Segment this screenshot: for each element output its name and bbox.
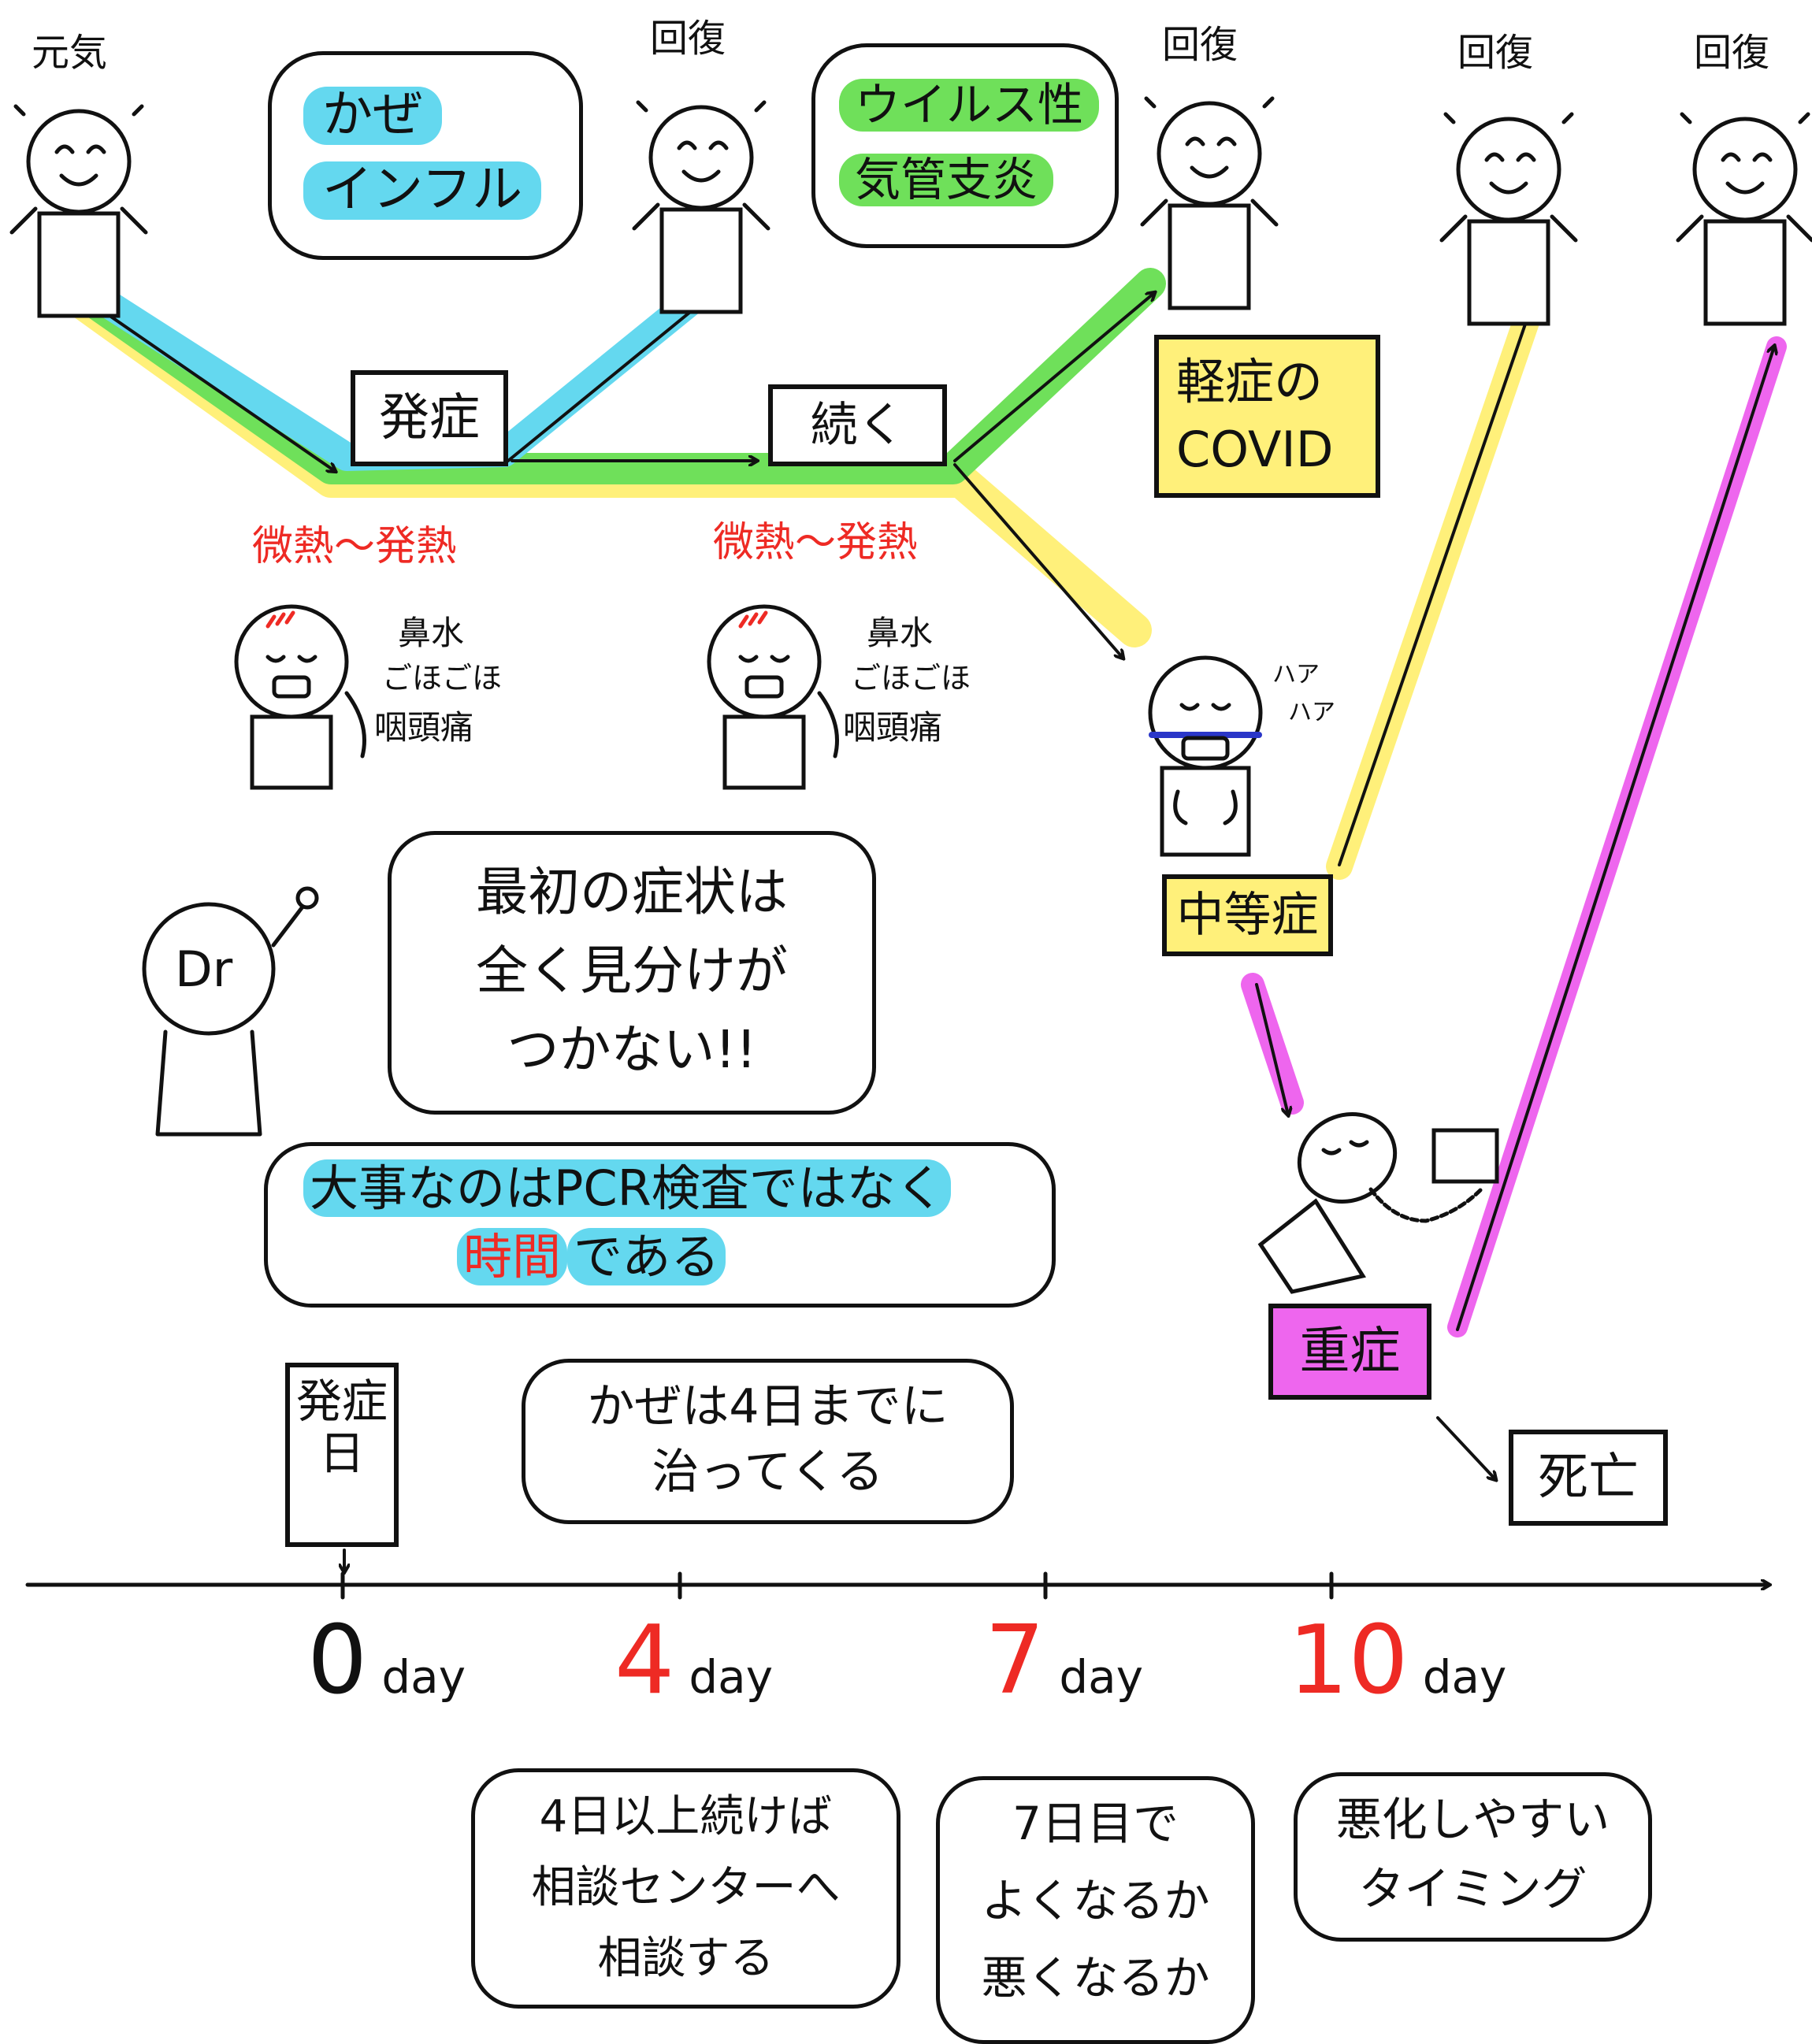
note-day10-line1: 悪化しやすい	[1335, 1793, 1610, 1846]
box-severe: 重症	[1268, 1304, 1431, 1400]
key-message-rest: である	[567, 1228, 726, 1285]
breath-sound-1: ハア	[1272, 661, 1320, 688]
doctor-speech-line1: 最初の症状は	[476, 862, 788, 922]
doctor-speech-line2: 全く見分けが	[476, 940, 788, 1001]
arrow-to-moderate	[953, 463, 1123, 658]
label-recovery-1: 回復	[650, 17, 726, 61]
note-day4-line3: 相談する	[597, 1933, 774, 1984]
key-message-line2: 時間である	[457, 1228, 726, 1285]
arrow-to-recovery-1	[507, 291, 715, 462]
tick-label-day-7: 7 day	[985, 1607, 1143, 1716]
note-day7-line3: 悪くなるか	[981, 1951, 1210, 2005]
note-day10-line2: タイミング	[1358, 1862, 1587, 1916]
tick-number: 7	[985, 1606, 1045, 1716]
box-death: 死亡	[1509, 1430, 1668, 1526]
black-arrows	[76, 291, 1774, 1571]
key-message-line1-text: 大事なのはPCR検査ではなく	[303, 1159, 951, 1217]
tick-number: 0	[307, 1606, 368, 1716]
onset-day-label: 発症日	[295, 1374, 388, 1480]
tick-unit: day	[1059, 1650, 1144, 1704]
arrow-moderate-to-recovery	[1338, 315, 1528, 866]
arrow-severe-to-death	[1436, 1416, 1495, 1479]
tick-unit: day	[689, 1650, 774, 1704]
arrow-moderate-to-severe	[1255, 983, 1288, 1115]
label-recovery-3: 回復	[1457, 31, 1534, 75]
note-day7-line2: よくなるか	[981, 1874, 1210, 1927]
note-day7: 7日目で よくなるか 悪くなるか	[936, 1776, 1255, 2044]
fever-label-2: 微熱～発熱	[713, 519, 919, 566]
note-day4-line1: 4日以上続けば	[539, 1791, 833, 1842]
timeline	[25, 1571, 1769, 1600]
cold-note-line1: かぜは4日までに	[587, 1379, 949, 1434]
key-message-time: 時間	[457, 1228, 568, 1285]
key-message-line1: 大事なのはPCR検査ではなく	[303, 1159, 951, 1217]
symptom-runny-nose: 鼻水	[867, 614, 934, 652]
label-recovery-2: 回復	[1162, 23, 1238, 67]
healthy-figures	[9, 96, 1812, 326]
fever-label-1: 微熱～発熱	[252, 523, 458, 570]
tick-number: 4	[615, 1606, 675, 1716]
doctor-speech-bubble: 最初の症状は 全く見分けが つかない!!	[388, 831, 876, 1115]
box-onset: 発症	[351, 370, 508, 466]
figure-recovered-3	[1439, 112, 1578, 326]
mild-covid-line2: COVID	[1176, 421, 1334, 478]
cloud-cold-flu: かぜ インフル	[268, 51, 583, 260]
cloud-item-cold: かぜ	[303, 86, 442, 145]
cloud-item-bronchitis: 気管支炎	[839, 154, 1054, 206]
box-moderate: 中等症	[1162, 874, 1333, 956]
label-recovery-4: 回復	[1694, 31, 1770, 75]
label-healthy: 元気	[32, 31, 108, 75]
note-day4: 4日以上続けば 相談センターへ 相談する	[471, 1768, 900, 2009]
arrow-to-recovery-2	[953, 293, 1154, 462]
figure-recovered-1	[632, 100, 770, 314]
symptom-sore-throat: 咽頭痛	[843, 708, 943, 747]
cold-note-bubble: かぜは4日までに 治ってくる	[522, 1359, 1014, 1524]
cloud-item-flu: インフル	[303, 161, 542, 220]
symptom-runny-nose: 鼻水	[398, 614, 465, 652]
tick-number: 10	[1288, 1606, 1409, 1716]
figure-recovered-4	[1676, 112, 1812, 326]
figure-recovered-2	[1140, 96, 1279, 310]
figure-moderate	[1148, 655, 1263, 857]
figure-sick-2	[707, 604, 839, 790]
symptom-sore-throat: 咽頭痛	[374, 708, 474, 747]
figure-doctor	[142, 886, 319, 1137]
key-message-bubble: 大事なのはPCR検査ではなく 時間である	[264, 1142, 1056, 1308]
figure-severe	[1257, 1111, 1499, 1294]
symptom-cough: ごほごほ	[382, 661, 503, 696]
symptom-cough: ごほごほ	[851, 661, 971, 696]
figure-sick-1	[234, 604, 366, 790]
arrow-to-onset	[82, 296, 335, 471]
note-day10: 悪化しやすい タイミング	[1294, 1772, 1652, 1942]
note-day7-line1: 7日目で	[1012, 1797, 1179, 1850]
tick-unit: day	[381, 1650, 466, 1704]
cold-note-line2: 治ってくる	[652, 1445, 884, 1500]
tick-label-day-4: 4 day	[615, 1607, 773, 1716]
box-continues: 続く	[768, 384, 947, 466]
box-onset-day: 発症日	[285, 1363, 399, 1547]
arrow-severe-to-recovery	[1456, 347, 1774, 1331]
tick-unit: day	[1422, 1650, 1507, 1704]
mild-covid-line1: 軽症の	[1176, 353, 1324, 410]
cloud-viral-bronchitis: ウイルス性 気管支炎	[811, 43, 1119, 248]
breath-sound-2: ハア	[1288, 699, 1335, 726]
note-day4-line2: 相談センターへ	[531, 1862, 841, 1913]
box-mild-covid: 軽症の COVID	[1154, 335, 1380, 498]
doctor-label: Dr	[175, 940, 233, 998]
doctor-speech-line3: つかない!!	[507, 1019, 757, 1080]
cloud-item-viral: ウイルス性	[839, 79, 1100, 132]
figure-healthy	[9, 104, 148, 318]
sick-figures	[142, 604, 1499, 1294]
